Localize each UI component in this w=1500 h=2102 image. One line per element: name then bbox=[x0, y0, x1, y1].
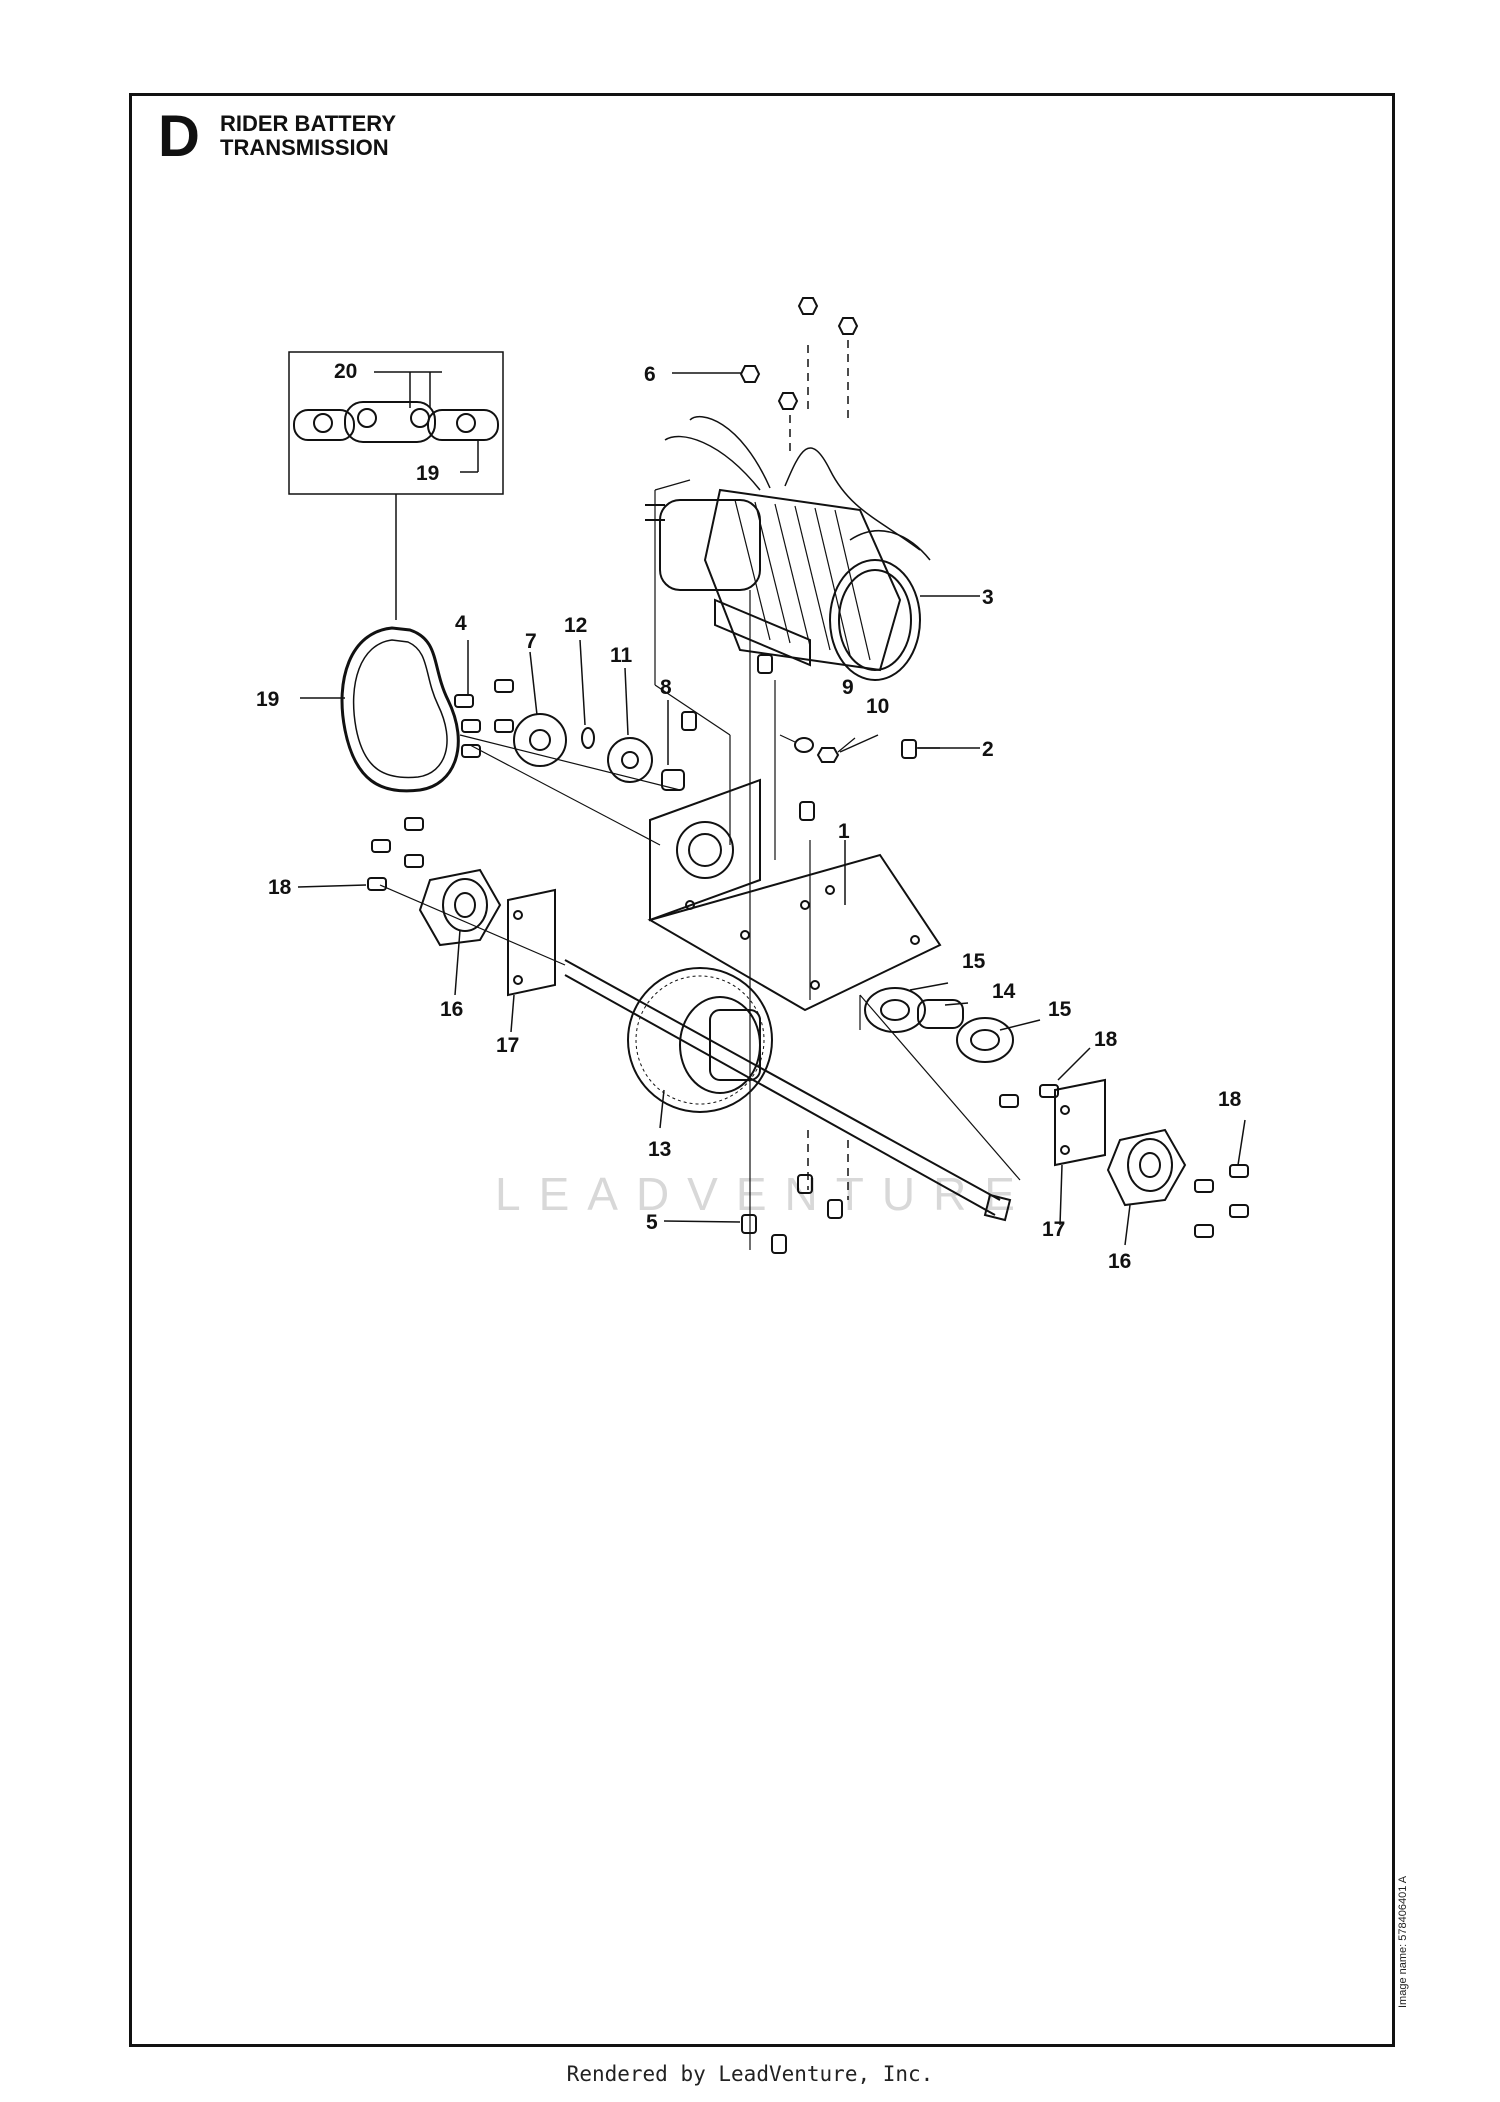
callout-4: 4 bbox=[455, 612, 467, 635]
callout-7: 7 bbox=[525, 630, 537, 653]
section-letter: D bbox=[158, 104, 200, 169]
fastener-dash-lines bbox=[789, 340, 849, 1200]
callout-11: 11 bbox=[610, 644, 633, 667]
title-line-1: RIDER BATTERY bbox=[220, 111, 396, 136]
callout-6: 6 bbox=[644, 363, 656, 386]
callout-19b: 19 bbox=[416, 462, 439, 485]
left-bearing-hub bbox=[367, 817, 566, 997]
callout-15b: 15 bbox=[1048, 998, 1072, 1021]
callout-19a: 19 bbox=[256, 688, 279, 711]
callout-10: 10 bbox=[866, 695, 889, 718]
part-callouts: 1 2 3 4 5 6 7 8 9 10 11 12 13 14 15 15 1… bbox=[256, 360, 1242, 1273]
callout-18a: 18 bbox=[268, 876, 292, 899]
title-line-2: TRANSMISSION bbox=[220, 135, 389, 160]
callout-13: 13 bbox=[648, 1138, 671, 1161]
motor-mount-bracket bbox=[647, 778, 942, 1012]
drive-chain bbox=[300, 626, 460, 793]
callout-17a: 17 bbox=[496, 1034, 519, 1057]
callout-15a: 15 bbox=[962, 950, 986, 973]
callout-3: 3 bbox=[982, 586, 994, 609]
page-title: RIDER BATTERY TRANSMISSION bbox=[220, 112, 396, 160]
drive-sprockets bbox=[454, 679, 685, 846]
callout-16b: 16 bbox=[1108, 1250, 1131, 1273]
right-bearing-group bbox=[859, 987, 1059, 1181]
callout-leaders bbox=[297, 372, 1246, 1246]
image-name-label: Image name: 578406401 A bbox=[1397, 1875, 1409, 2008]
callout-18b: 18 bbox=[1094, 1028, 1118, 1051]
callout-8: 8 bbox=[660, 676, 672, 699]
callout-18c: 18 bbox=[1218, 1088, 1242, 1111]
callout-20: 20 bbox=[334, 360, 357, 383]
assembly-guide-lines bbox=[654, 479, 811, 1250]
footer-credit: Rendered by LeadVenture, Inc. bbox=[566, 2062, 934, 2086]
rear-axle-sprocket bbox=[564, 959, 1012, 1222]
washer-and-bolt bbox=[779, 734, 856, 763]
callout-1: 1 bbox=[838, 820, 850, 843]
watermark: LEADVENTURE bbox=[495, 1168, 1033, 1220]
diagram-frame bbox=[129, 93, 1395, 2047]
right-bearing-hub bbox=[1054, 1078, 1249, 1238]
callout-14: 14 bbox=[992, 980, 1016, 1003]
callout-12: 12 bbox=[564, 614, 587, 637]
motor-bolts bbox=[739, 297, 859, 410]
callout-9: 9 bbox=[842, 676, 854, 699]
callout-17b: 17 bbox=[1042, 1218, 1065, 1241]
lower-bolts bbox=[681, 654, 917, 1254]
callout-5: 5 bbox=[646, 1211, 658, 1234]
callout-2: 2 bbox=[982, 738, 994, 761]
electric-motor bbox=[645, 416, 931, 681]
callout-16a: 16 bbox=[440, 998, 463, 1021]
chain-detail-inset bbox=[288, 351, 504, 620]
